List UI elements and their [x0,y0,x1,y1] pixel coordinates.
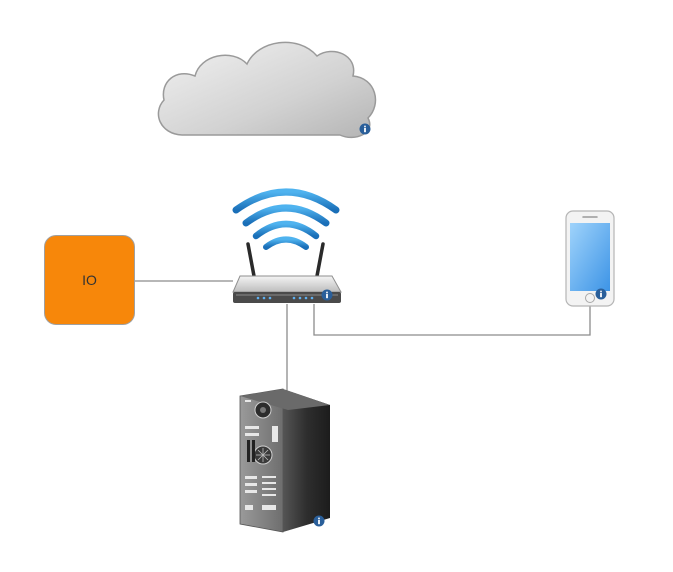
cloud-icon [157,41,377,139]
edge-router-phone[interactable] [313,304,591,336]
desktop-tower-icon [239,388,330,533]
smartphone-icon [565,210,615,307]
info-icon[interactable] [595,288,607,300]
info-icon[interactable] [359,123,371,135]
connectors [135,280,591,393]
computer-node[interactable] [239,388,330,533]
wifi-signal-icon [232,188,340,250]
info-icon[interactable] [321,289,333,301]
router-node[interactable] [232,188,342,303]
wireless-router-icon [232,188,342,303]
cloud-node[interactable] [157,41,377,139]
phone-node[interactable] [565,210,615,307]
info-icon[interactable] [313,515,325,527]
io-node-label: IO [82,272,97,288]
io-node[interactable]: IO [44,235,135,325]
